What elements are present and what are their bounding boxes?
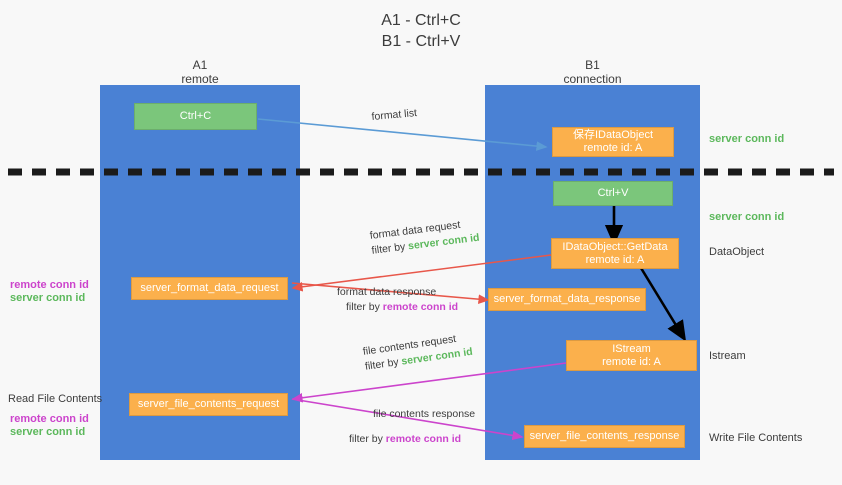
node-idataobject-line2: remote id: A (583, 142, 643, 154)
node-ctrl-v[interactable]: Ctrl+V (553, 181, 673, 206)
lane-b1-name: B1 (585, 58, 600, 72)
node-server-file-contents-response[interactable]: server_file_contents_response (524, 425, 685, 448)
left-label-read-file-contents: Read File Contents (8, 393, 103, 405)
filter-prefix-2: filter by (346, 301, 383, 313)
right-label-istream: Istream (709, 350, 746, 362)
edge-label-file-contents-response-main: file contents response (373, 408, 476, 420)
node-server-format-data-request[interactable]: server_format_data_request (131, 277, 288, 300)
node-ctrl-c-label: Ctrl+C (179, 110, 212, 122)
lane-a1-sub: remote (181, 72, 219, 86)
left-label-remote-conn-id-1: remote conn id (10, 279, 89, 291)
filter-token-remote-conn-id-1: remote conn id (382, 301, 459, 313)
node-ctrl-c[interactable]: Ctrl+C (134, 103, 257, 130)
edge-label-file-contents-request: file contents request filter by server c… (362, 330, 474, 375)
edge-label-file-contents-response: file contents response filter by remote … (349, 407, 475, 447)
edge-label-format-data-response-main: format data response (337, 286, 437, 298)
lane-header-a1: A1 remote (100, 58, 300, 86)
title-line-2: B1 - Ctrl+V (381, 33, 461, 50)
node-idataobject-line1: 保存IDataObject (572, 129, 654, 141)
node-idataobject-getdata[interactable]: IDataObject::GetData remote id: A (551, 238, 679, 269)
right-label-server-conn-id-top: server conn id (709, 133, 785, 145)
node-server-format-data-response-label: server_format_data_response (493, 293, 641, 305)
left-label-server-conn-id-1: server conn id (10, 292, 86, 304)
left-label-remote-conn-id-2: remote conn id (10, 413, 89, 425)
left-label-server-conn-id-2: server conn id (10, 426, 86, 438)
node-server-file-contents-request-label: server_file_contents_request (137, 398, 280, 410)
right-label-dataobject: DataObject (709, 246, 765, 258)
edge-label-format-list-main: format list (371, 107, 418, 123)
page-title: A1 - Ctrl+C B1 - Ctrl+V (0, 10, 842, 52)
edge-label-format-list: format list (371, 106, 418, 125)
filter-prefix-1: filter by (370, 240, 409, 257)
node-istream-line2: remote id: A (602, 355, 661, 368)
edge-label-format-data-response-filter: filter by remote conn id (337, 300, 458, 315)
lane-header-b1: B1 connection (485, 58, 700, 86)
filter-token-remote-conn-id-2: remote conn id (385, 433, 462, 445)
node-istream-line1: IStream (612, 342, 651, 355)
node-istream[interactable]: IStream remote id: A (566, 340, 697, 371)
node-server-format-data-request-label: server_format_data_request (140, 282, 279, 294)
edge-label-format-data-request: format data request filter by server con… (369, 216, 480, 259)
node-server-file-contents-request[interactable]: server_file_contents_request (129, 393, 288, 416)
node-server-file-contents-response-label: server_file_contents_response (529, 430, 680, 442)
node-getdata-line1: IDataObject::GetData (562, 240, 668, 253)
node-getdata-line2: remote id: A (585, 253, 645, 266)
edge-label-file-contents-response-filter: filter by remote conn id (349, 422, 475, 447)
node-ctrl-v-label: Ctrl+V (597, 187, 629, 199)
node-server-format-data-response[interactable]: server_format_data_response (488, 288, 646, 311)
right-label-server-conn-id-mid: server conn id (709, 211, 785, 223)
title-line-1: A1 - Ctrl+C (381, 12, 461, 29)
filter-prefix-4: filter by (349, 433, 386, 445)
right-label-write-file-contents: Write File Contents (709, 432, 803, 444)
filter-prefix-3: filter by (364, 355, 403, 373)
lane-b1-sub: connection (563, 72, 622, 86)
node-idataobject[interactable]: 保存IDataObject remote id: A (552, 127, 674, 157)
lane-a1-name: A1 (192, 58, 208, 72)
edge-label-format-data-response: format data response filter by remote co… (337, 285, 458, 315)
